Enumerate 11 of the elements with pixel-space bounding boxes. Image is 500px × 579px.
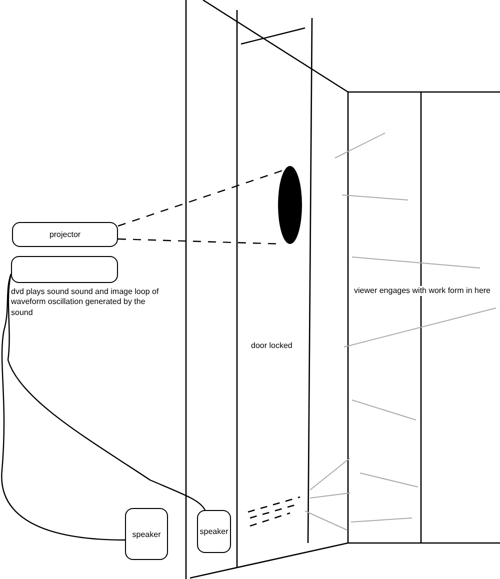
note-text: viewer engages with work form in here (354, 286, 491, 296)
cable (7, 274, 206, 510)
device-box (11, 256, 118, 283)
caption-text: dvd plays sound sound and image loop of waveform oscillation generated by the sound (11, 287, 161, 318)
note-text: door locked (251, 341, 292, 352)
projection-line (118, 169, 284, 227)
projected-image (278, 166, 302, 244)
speaker-box: speaker (197, 510, 231, 553)
cable (1, 274, 126, 541)
speaker-box: speaker (125, 508, 168, 560)
projector-box: projector (12, 222, 118, 247)
